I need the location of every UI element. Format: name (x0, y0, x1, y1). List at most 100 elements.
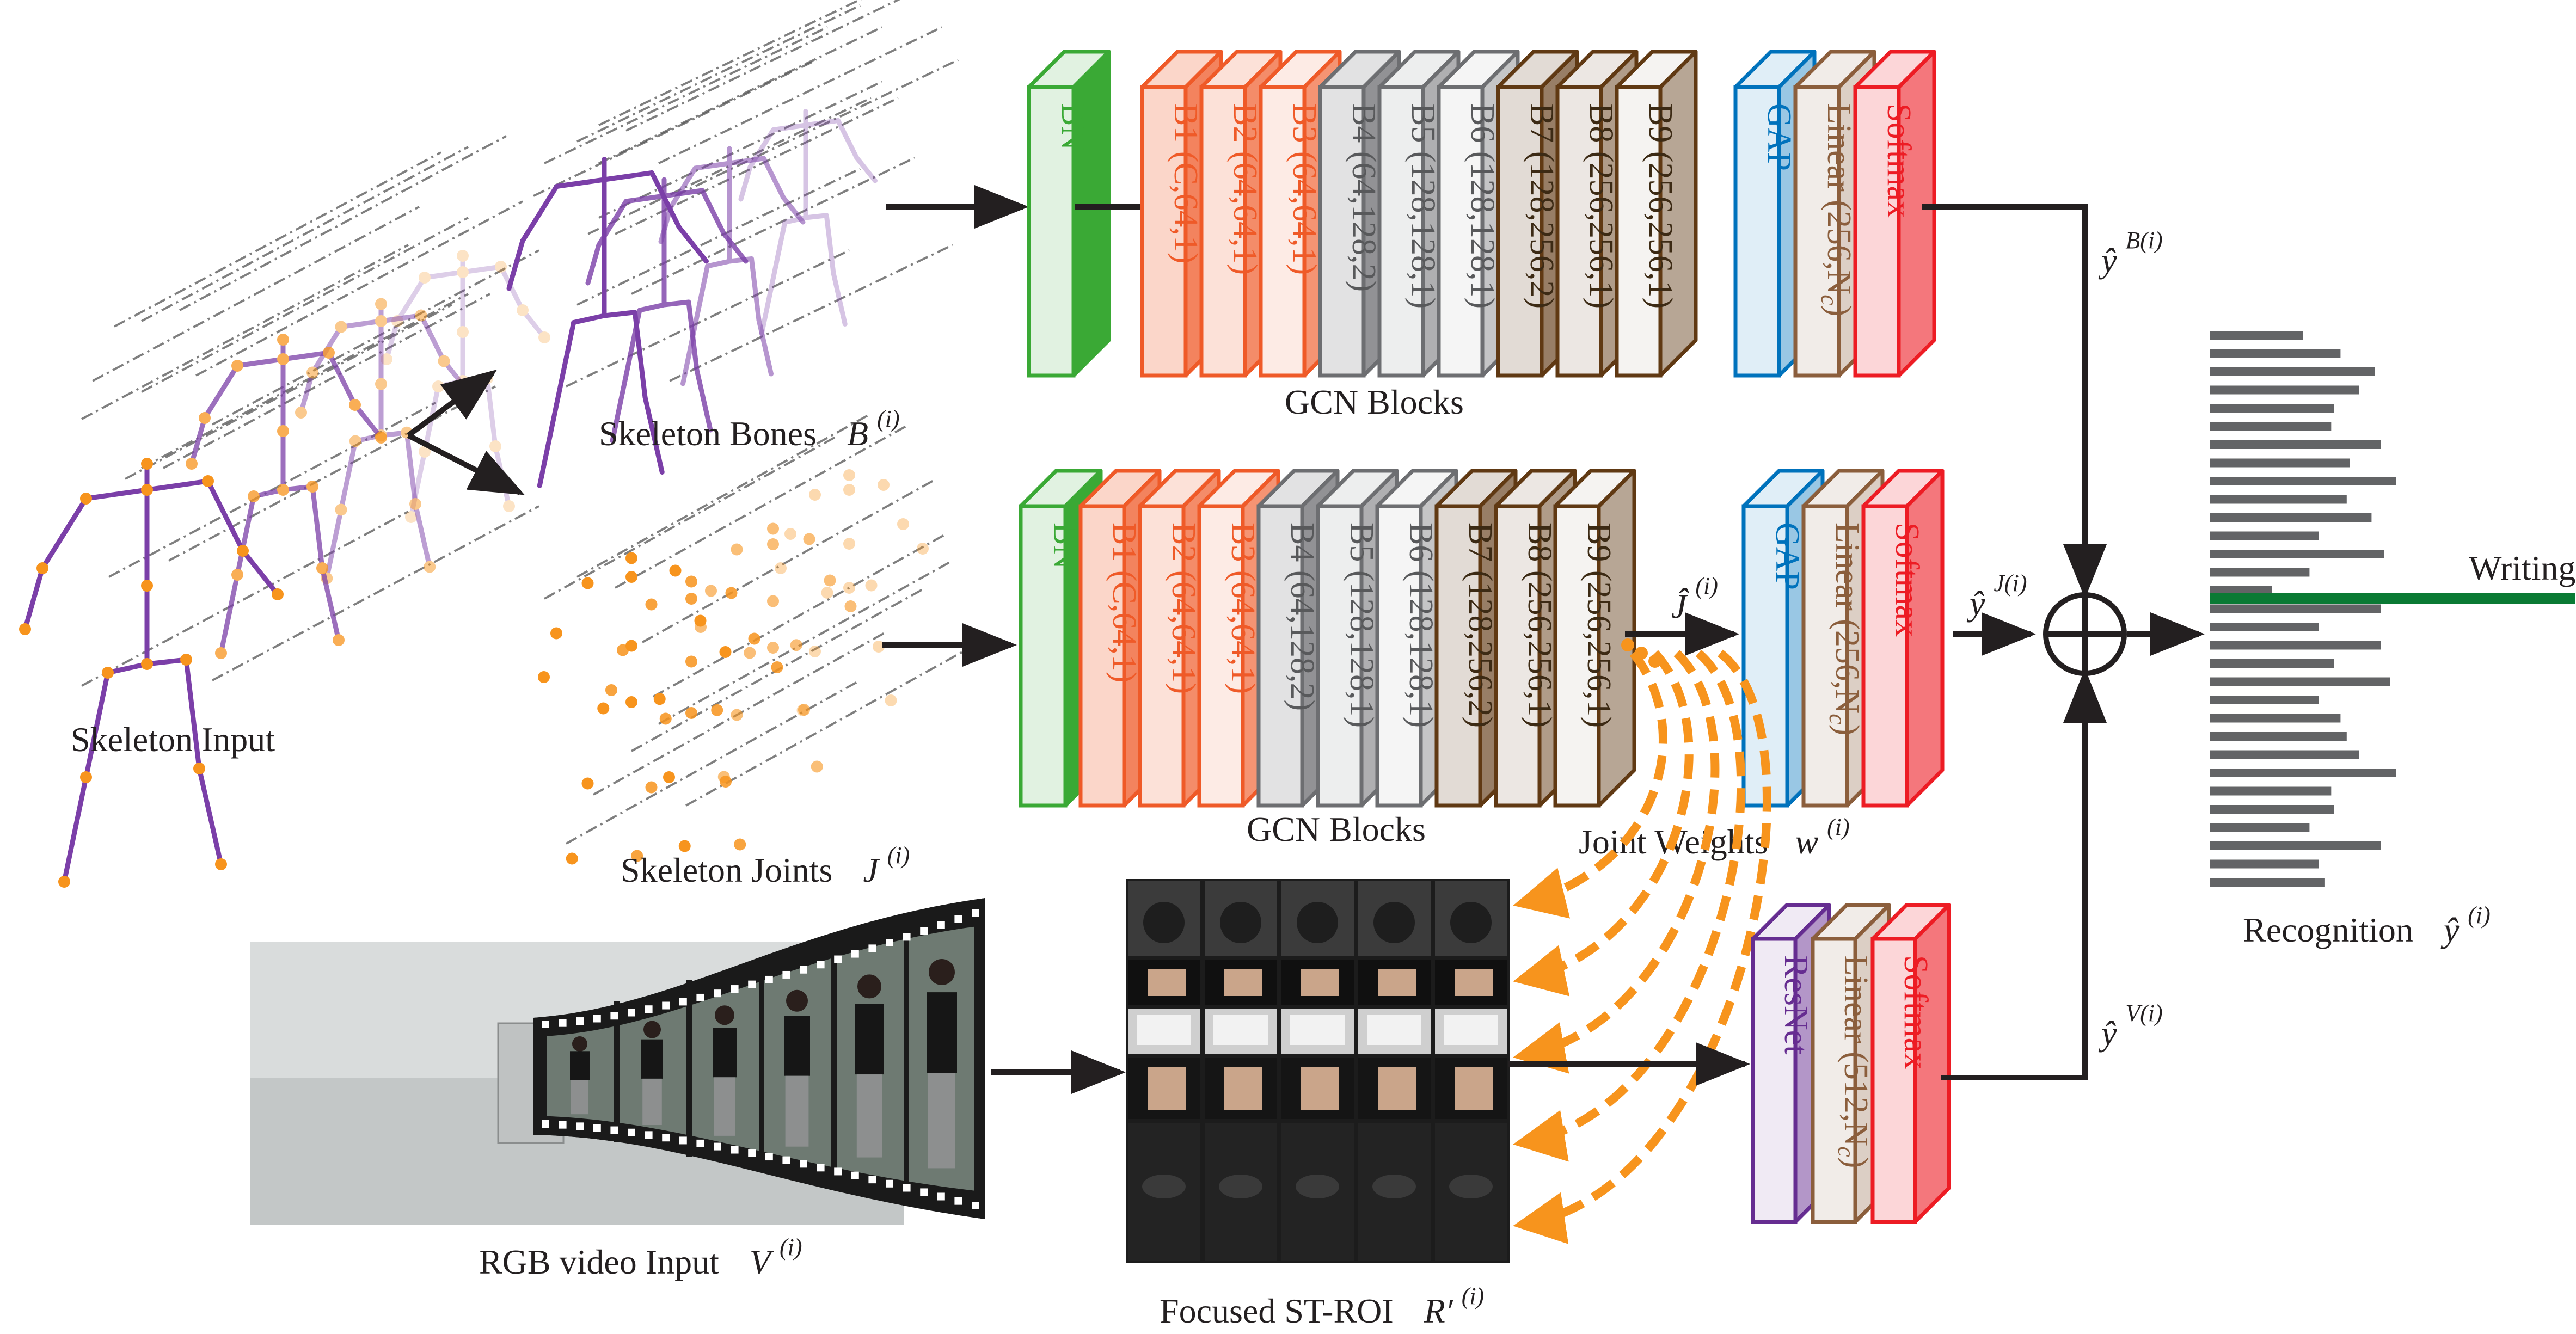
joint-weights-symbol: w (1795, 822, 1818, 861)
film-person-pants (714, 1077, 735, 1136)
skel-bones-ghost-1-bone (727, 256, 754, 264)
skel-input-ghost-2-joint (231, 569, 243, 581)
skel-joints-ghost-2-joint (734, 838, 746, 851)
film-hole-bottom (679, 1136, 687, 1145)
skel-input-ghost-1-joint (335, 503, 347, 516)
skel-input-main-joint (141, 658, 153, 670)
skel-input-ghost-1-joint (375, 298, 387, 310)
recognition-bar (2210, 641, 2381, 650)
bone-stream-block-4-label-seg: B4 (64,128,2) (1345, 103, 1382, 292)
roi-cell-feet (1142, 1175, 1186, 1198)
skel-joints-ghost-0 (775, 469, 929, 716)
roi-cell-hand (1148, 1067, 1186, 1110)
skel-joints-ghost-2-joint (685, 575, 697, 588)
roi-cell-hand (1378, 969, 1416, 996)
skel-input-ghost-2-joint (186, 458, 198, 470)
skel-bones-ghost-2-bone (694, 367, 713, 433)
skel-input-ghost-2 (186, 334, 387, 659)
skeleton-input-graphic (19, 135, 550, 888)
skel-joints-ghost-1-joint (803, 533, 815, 545)
skel-input-ghost-0-joint (538, 331, 550, 343)
skel-input-ghost-2-joint (333, 634, 345, 646)
bone-stream-block-5-label: B5 (128,128,1) (1404, 103, 1442, 309)
skel-input-main-bone (83, 670, 111, 780)
film-hole-top (662, 1001, 670, 1010)
skel-input-ghost-1-joint (295, 407, 307, 419)
film-hole-bottom (593, 1124, 601, 1132)
roi-cell-head (1220, 902, 1261, 943)
skel-input-trails-trail (195, 200, 523, 377)
joint-weight-arrow (1513, 650, 1720, 1074)
skel-joints-ghost-2-joint (645, 598, 658, 611)
skel-input-main-joint (80, 493, 92, 505)
bone-stream-block-2-front (1199, 85, 1247, 378)
recognition-bar (2210, 805, 2334, 814)
skel-bones-trails-trail (674, 59, 959, 197)
bone-output-sup: B(i) (2125, 227, 2162, 254)
skel-joints-ghost-0-joint (843, 538, 855, 550)
skeleton-bones-label: Skeleton Bones (599, 414, 817, 453)
skel-input-main-joint (193, 763, 205, 774)
roi-cell-feet (1219, 1175, 1262, 1198)
film-hole-bottom (903, 1184, 911, 1192)
joint-stream-bn-label: BN (1046, 522, 1083, 569)
skel-bones-main-bone (554, 320, 576, 407)
skel-joints-ghost-0-joint (784, 528, 796, 540)
skel-bones-ghost-1-bone (761, 156, 786, 200)
recognition-bar (2210, 769, 2396, 777)
joint-weight-arrow (1513, 649, 1771, 1244)
film-person-shirt (927, 992, 957, 1073)
film-hole-bottom (628, 1128, 635, 1136)
recognition-sup: (i) (2468, 902, 2491, 929)
skel-joints-ghost-2-joint (685, 707, 697, 719)
film-hole-top (903, 933, 911, 941)
joint-stream-bn-front (1019, 504, 1068, 808)
recognition-bar (2210, 568, 2310, 577)
skel-input-ghost-2-bone (235, 494, 256, 577)
skeleton-joints-label: Skeleton Joints (621, 851, 832, 889)
joint-stream-softmax-label-seg: Softmax (1888, 522, 1925, 637)
roi-cell-hand (1148, 969, 1186, 996)
film-hole-bottom (731, 1146, 739, 1154)
skel-input-trails-trail (163, 293, 490, 469)
skel-input-trails-trail (92, 206, 420, 382)
recognition-label: Recognition (2243, 911, 2413, 949)
film-hole-bottom (662, 1134, 670, 1142)
skel-bones-main-bone (571, 313, 607, 325)
skel-joints-ghost-1-joint (744, 647, 756, 659)
skel-bones-trails-trail (598, 26, 882, 164)
film-hole-bottom (765, 1153, 773, 1161)
jhat-sup: (i) (1695, 573, 1718, 599)
film-person-head (857, 974, 881, 999)
skel-joints-ghost-1-joint (824, 574, 836, 587)
film-hole-top (868, 944, 876, 952)
skel-bones-ghost-0-bone (836, 118, 859, 160)
video-linear-label: Linear (512,Nc) (1833, 955, 1874, 1168)
recognition-bar (2210, 331, 2303, 340)
bone-stream-block-9: B9 (256,256,1) (1615, 50, 1698, 378)
skel-input-main-joint (80, 771, 92, 783)
skel-bones-main-bone (537, 402, 559, 488)
skel-bones-ghost-2-bone (686, 299, 700, 373)
recognition-bar (2210, 786, 2332, 796)
skel-input-main (19, 458, 284, 888)
skel-input-ghost-2-bone (202, 363, 240, 421)
skeleton-bones-caption: Skeleton Bones B (i) (599, 405, 900, 453)
joint-stream-block-8-front (1494, 504, 1542, 808)
bone-stream-block-3-label-seg: B3 (64,64,1) (1286, 103, 1323, 275)
film-person-shirt (784, 1016, 810, 1076)
recognition-bar (2210, 859, 2319, 869)
film-hole-top (628, 1009, 635, 1017)
skel-input-ghost-0-joint (489, 440, 501, 452)
skel-joints-ghost-2-joint (711, 704, 723, 716)
skel-joints-trails-trail (544, 434, 839, 600)
skel-joints-ghost-1-joint (767, 538, 779, 550)
bone-stream-linear-label-seg: ) (1820, 305, 1857, 317)
joint-stream-block-9: B9 (256,256,1) (1553, 469, 1636, 808)
skel-input-trails-trail (81, 511, 409, 687)
film-hole-top (610, 1012, 618, 1020)
skel-input-main-joint (36, 562, 48, 574)
skel-input-ghost-0-joint (405, 511, 417, 523)
skel-joints-ghost-0-joint (885, 694, 897, 706)
